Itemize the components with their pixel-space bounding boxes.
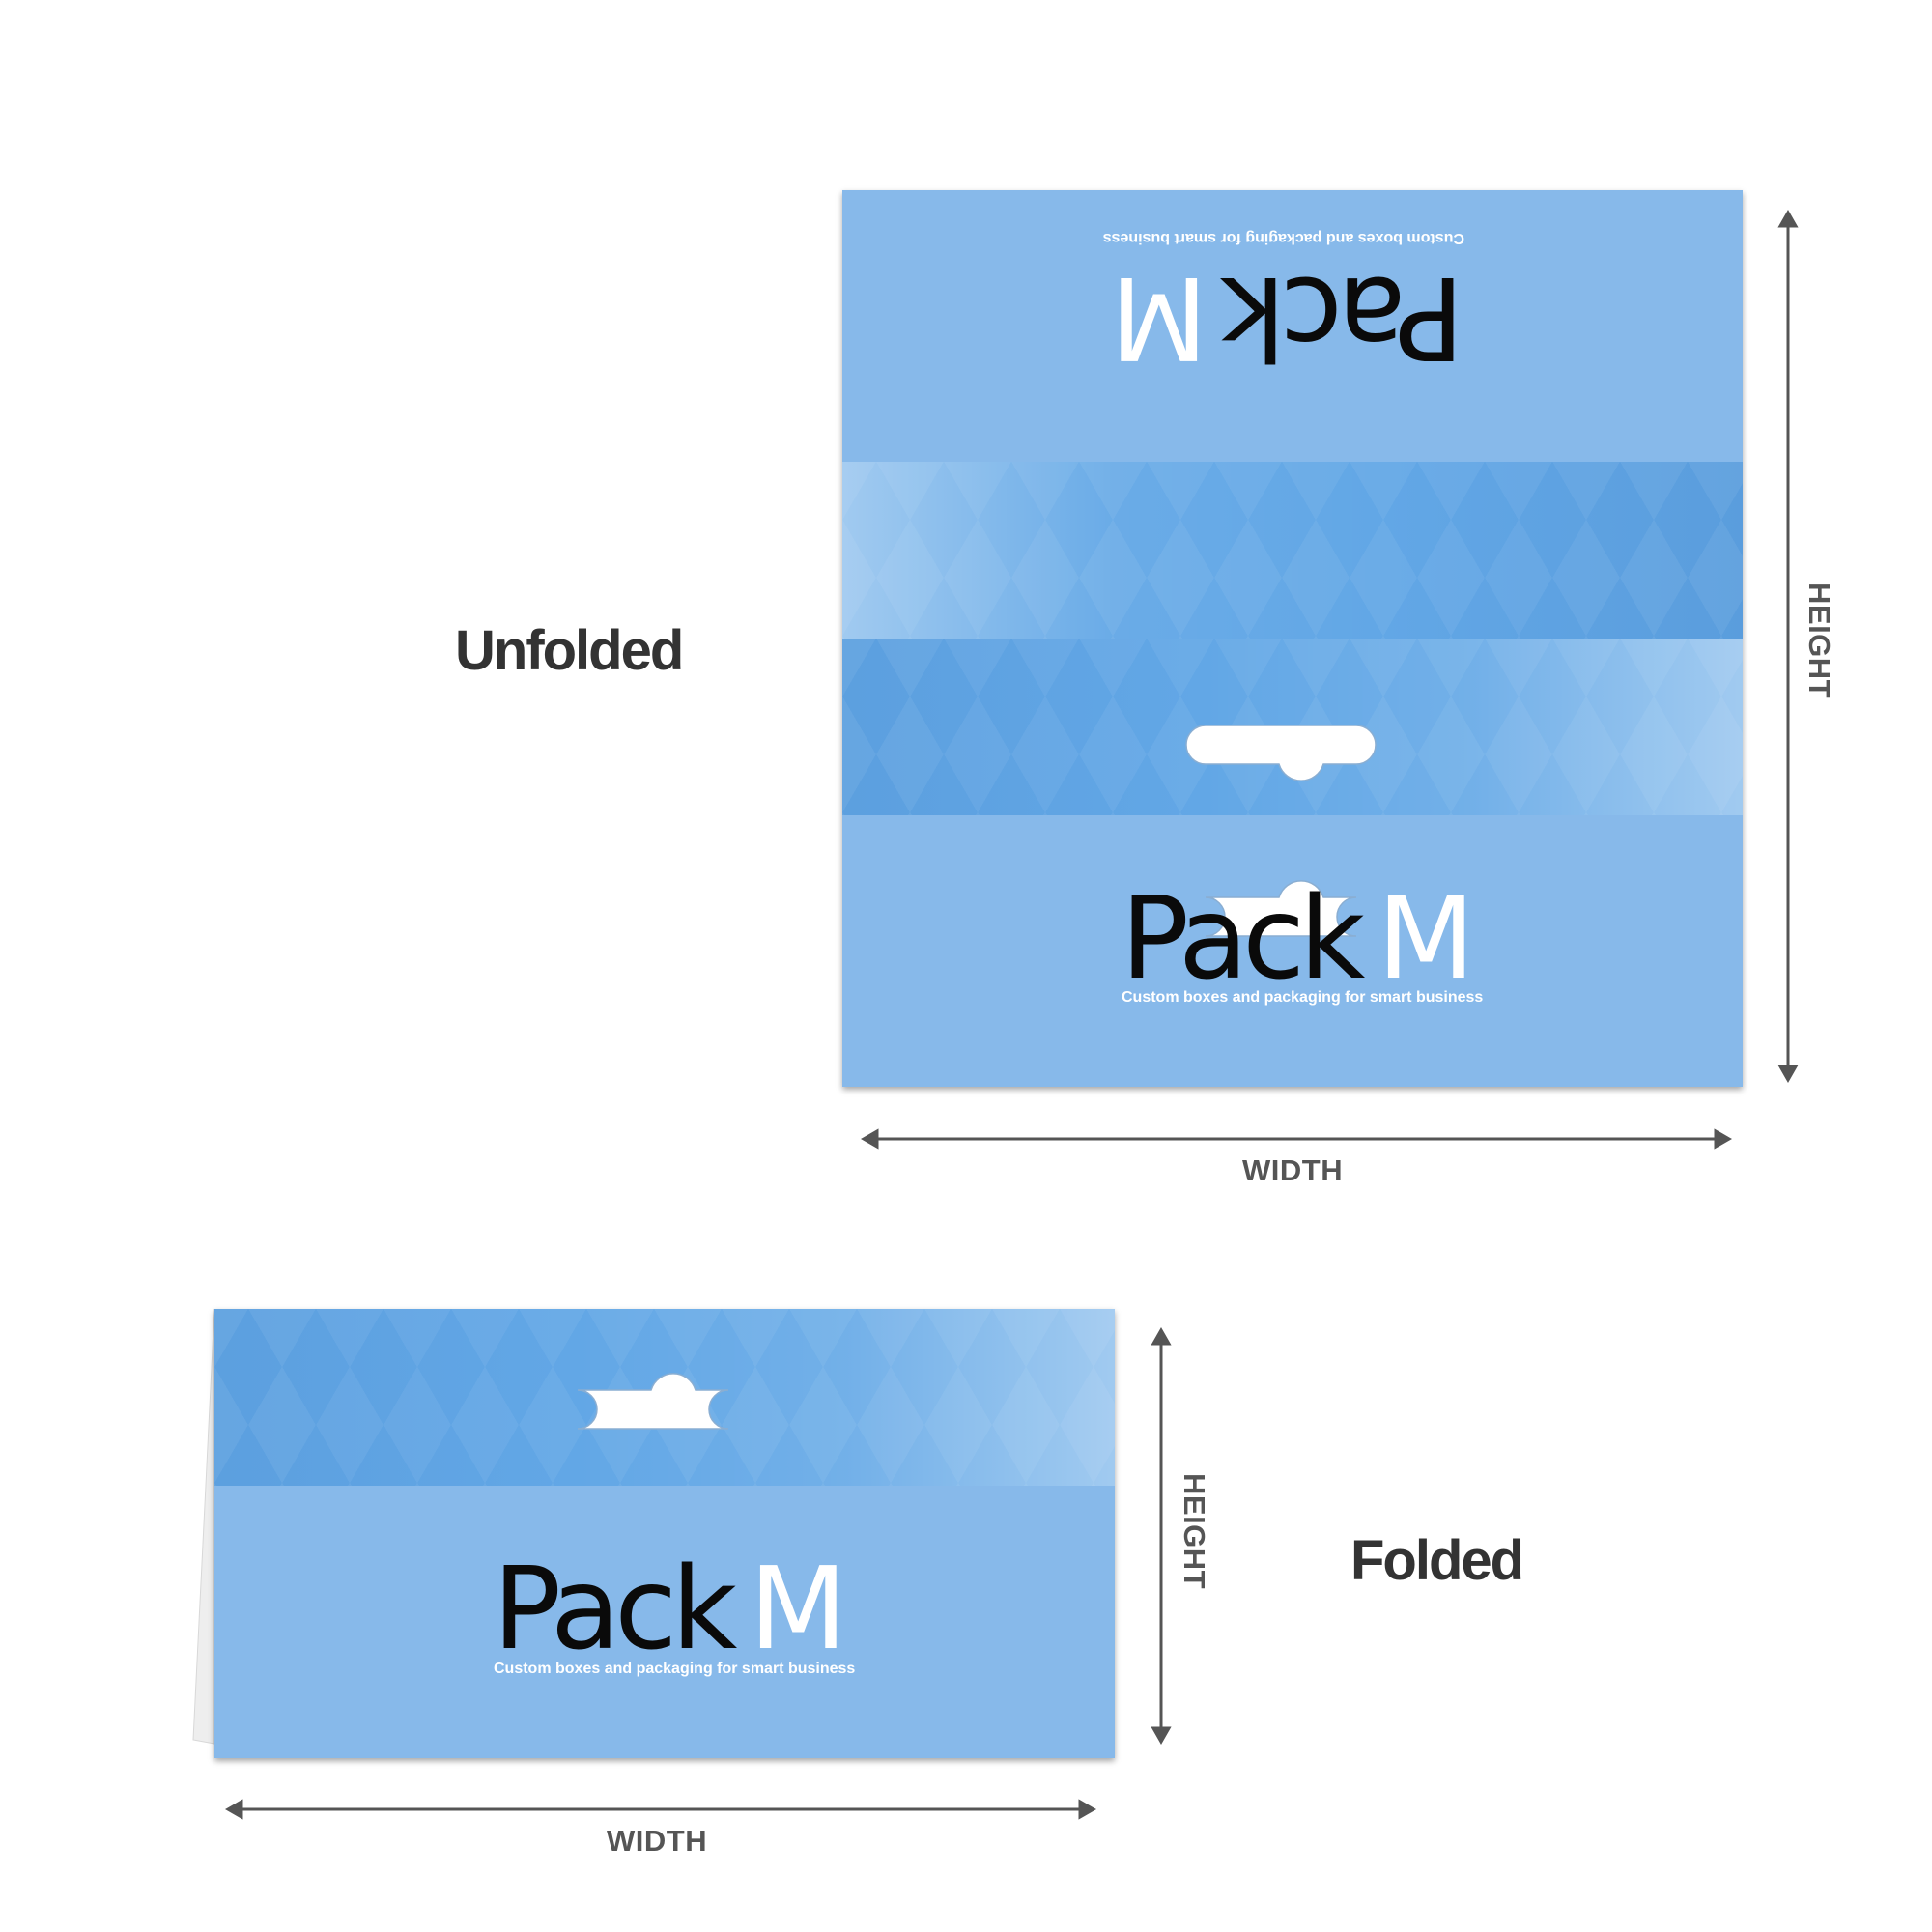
band-pattern bbox=[842, 462, 1743, 639]
unfolded-lower-band bbox=[842, 639, 1743, 815]
folded-width-label: WIDTH bbox=[607, 1824, 708, 1858]
unfolded-hang-holes bbox=[1185, 724, 1377, 937]
unfolded-width-label: WIDTH bbox=[1242, 1153, 1344, 1187]
logo-m-text: M bbox=[1377, 871, 1476, 1005]
folded-hang-hole bbox=[577, 1373, 729, 1430]
logo-m-text: M bbox=[749, 1542, 848, 1675]
logo-pack-text: Pack bbox=[493, 1542, 737, 1675]
unfolded-header-card: PackM Custom boxes and packaging for sma… bbox=[842, 190, 1743, 1087]
folded-label: Folded bbox=[1350, 1529, 1524, 1592]
unfolded-upper-band bbox=[842, 462, 1743, 639]
brand-tagline: Custom boxes and packaging for smart bus… bbox=[1122, 989, 1484, 1006]
unfolded-label: Unfolded bbox=[455, 619, 684, 682]
hang-hole-lower bbox=[1205, 880, 1357, 937]
logo-pack-text: Pack bbox=[1121, 871, 1365, 1005]
folded-brand-tagline: Custom boxes and packaging for smart bus… bbox=[494, 1661, 856, 1677]
hang-hole-upper bbox=[1185, 724, 1377, 781]
